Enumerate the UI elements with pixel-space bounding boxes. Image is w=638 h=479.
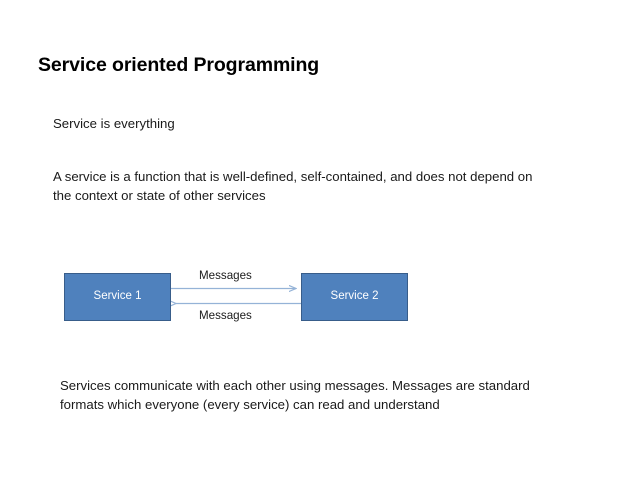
body-paragraph-1: Service is everything xyxy=(53,116,175,131)
connector-label-messages-top: Messages xyxy=(199,269,252,282)
diagram-node-service-1[interactable]: Service 1 xyxy=(64,273,171,321)
page-title: Service oriented Programming xyxy=(38,54,320,76)
diagram-node-service-2-label: Service 2 xyxy=(330,290,379,303)
body-paragraph-3: Services communicate with each other usi… xyxy=(60,378,530,412)
body-paragraph-2: A service is a function that is well-def… xyxy=(53,169,533,203)
diagram-node-service-1-label: Service 1 xyxy=(93,290,142,303)
diagram-node-service-2[interactable]: Service 2 xyxy=(301,273,408,321)
connector-label-messages-bottom: Messages xyxy=(199,309,252,322)
